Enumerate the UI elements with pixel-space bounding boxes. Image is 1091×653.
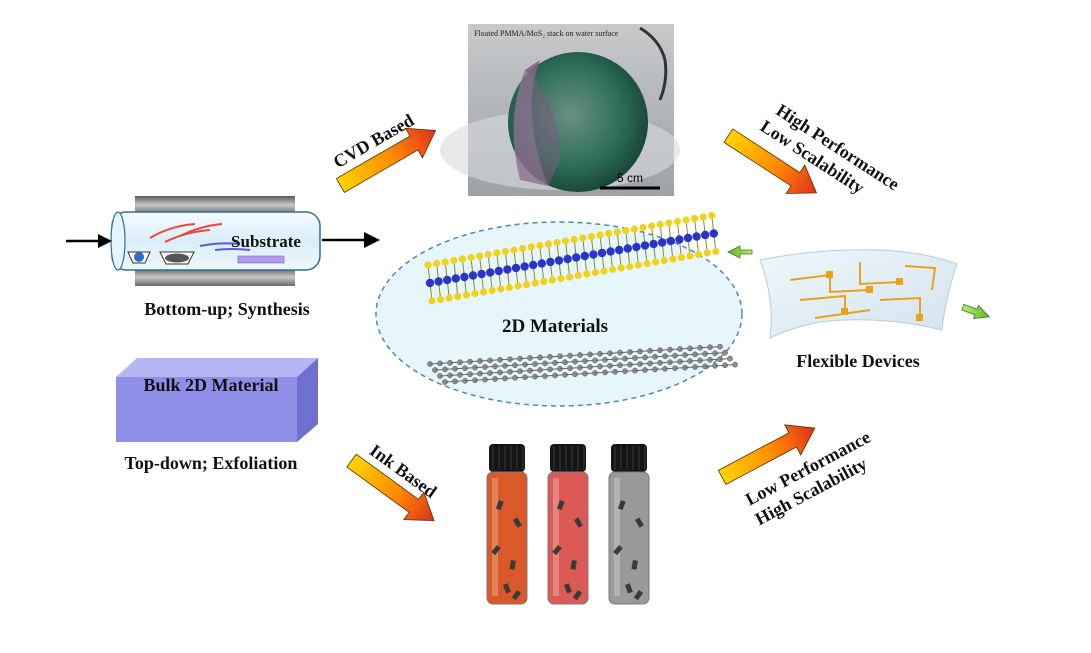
vial-gray	[608, 444, 650, 605]
stretch-arrow-right	[961, 303, 990, 320]
low-performance-arrow: Low Performance High Scalability	[717, 424, 874, 529]
bulk-top-face	[116, 358, 318, 377]
bulk-material-block: Bulk 2D Material Top-down; Exfoliation	[116, 358, 318, 473]
ink-based-arrow: Ink Based	[346, 440, 441, 521]
wafer-photo: Floated PMMA/MoS₂ stack on water surface…	[440, 24, 680, 196]
precursor-boat-1	[134, 252, 144, 262]
substrate-plate	[237, 255, 285, 264]
heater-bottom	[135, 268, 295, 286]
photo-caption: Floated PMMA/MoS₂ stack on water surface	[474, 29, 619, 38]
bulk-material-label: Bulk 2D Material	[144, 375, 279, 395]
stretch-arrow-left	[727, 245, 753, 259]
gas-flow-arrows	[149, 223, 251, 251]
graphene-lattice	[427, 343, 738, 385]
center-ellipse	[375, 221, 743, 407]
tube-inlet	[110, 211, 126, 271]
heater-top	[135, 196, 295, 214]
top-down-label: Top-down; Exfoliation	[125, 453, 298, 473]
precursor-boat-2	[165, 253, 189, 263]
cvd-furnace-illustration: Substrate Bottom-up; Synthesis	[66, 196, 380, 319]
circuit-traces	[789, 262, 937, 319]
center-label: 2D Materials	[502, 316, 608, 337]
flexible-device: Flexible Devices	[727, 245, 990, 371]
substrate-label: Substrate	[231, 232, 301, 251]
circuit-pads	[826, 271, 923, 321]
vial-orange	[486, 444, 528, 605]
high-performance-arrow: High Performance Low Scalability	[723, 100, 903, 198]
mos2-lattice	[424, 211, 720, 305]
bulk-front-face	[116, 377, 297, 442]
center-2d-materials: 2D Materials	[375, 211, 743, 407]
bottom-up-label: Bottom-up; Synthesis	[144, 299, 310, 319]
vial-red	[547, 444, 589, 605]
bulk-side-face	[297, 358, 318, 442]
scale-bar-label: 5 cm	[617, 171, 643, 185]
ink-vials	[486, 444, 650, 605]
cvd-based-arrow: CVD Based	[330, 110, 437, 193]
flexible-devices-label: Flexible Devices	[796, 351, 919, 371]
tweezer	[639, 26, 668, 101]
flexible-substrate	[759, 249, 958, 339]
